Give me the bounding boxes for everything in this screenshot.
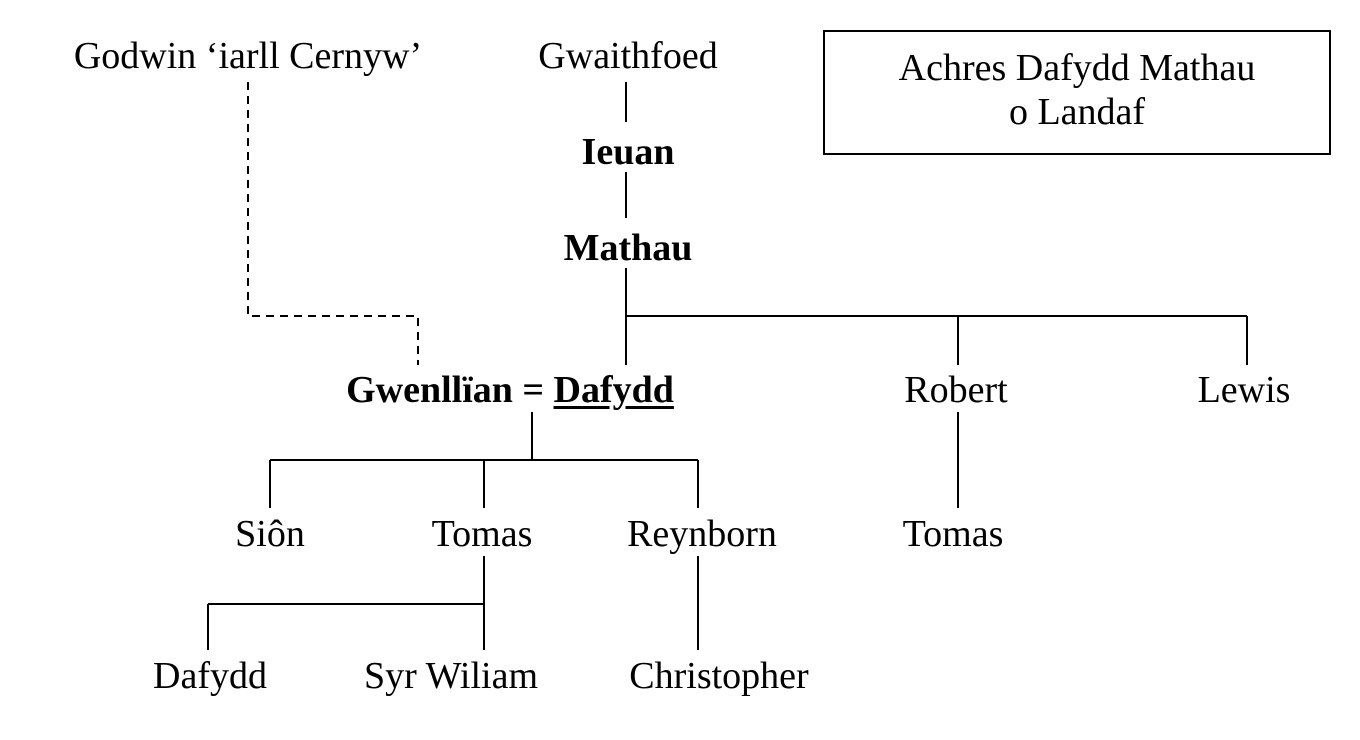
couple-gwenllian-dafydd: Gwenllïan = Dafydd bbox=[346, 368, 674, 412]
person-tomas-son-of-robert: Tomas bbox=[902, 513, 1004, 555]
person-reynborn: Reynborn bbox=[627, 513, 777, 555]
person-godwin: Godwin ‘iarll Cernyw’ bbox=[73, 35, 423, 77]
person-christopher: Christopher bbox=[629, 655, 809, 697]
person-mathau: Mathau bbox=[563, 227, 693, 269]
title-line-2: o Landaf bbox=[1008, 91, 1146, 133]
person-ieuan: Ieuan bbox=[581, 131, 675, 173]
person-gwaithfoed: Gwaithfoed bbox=[538, 35, 718, 77]
person-gwenllian: Gwenllïan bbox=[346, 369, 513, 411]
person-dafydd-son-of-tomas: Dafydd bbox=[153, 655, 267, 697]
person-robert: Robert bbox=[904, 369, 1008, 411]
title-line-1: Achres Dafydd Mathau bbox=[898, 47, 1256, 89]
person-lewis: Lewis bbox=[1197, 369, 1291, 411]
person-tomas: Tomas bbox=[431, 513, 533, 555]
marriage-sign: = bbox=[522, 369, 545, 411]
person-syr-wiliam: Syr Wiliam bbox=[363, 655, 539, 697]
person-sion: Siôn bbox=[235, 513, 305, 555]
dashed-link-godwin-gwenllian bbox=[247, 82, 419, 365]
person-dafydd: Dafydd bbox=[553, 369, 674, 411]
title-box: Achres Dafydd Mathau o Landaf bbox=[823, 30, 1331, 155]
